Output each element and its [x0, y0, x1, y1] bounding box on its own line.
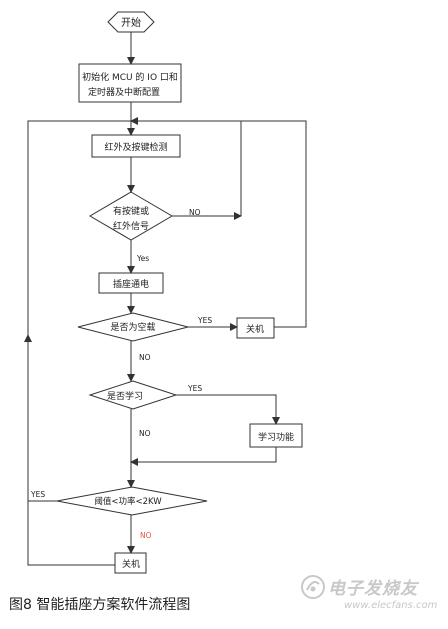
decision-power-diamond [56, 486, 208, 516]
start-node [107, 11, 155, 33]
decision-learn-diamond [88, 380, 178, 410]
init-label-line2: 定时器及中断配置 [88, 86, 160, 98]
edge-label-power-yes: YES [30, 490, 45, 499]
edge-label-key-yes: Yes [136, 254, 149, 263]
power-on-label: 插座通电 [113, 278, 149, 290]
edge-label-power-no: NO [140, 531, 152, 540]
decision-key-label-line2: 红外信号 [113, 220, 149, 232]
watermark-url: www.elecfans.com [344, 600, 438, 611]
edge-shutdown-top-return [241, 120, 307, 328]
decision-idle-diamond [77, 312, 189, 342]
ir-detect-box [91, 134, 181, 158]
edge-outer-loop [27, 120, 131, 566]
edge-label-idle-yes: YES [197, 316, 212, 325]
decision-key-label-line1: 有按键或 [113, 205, 149, 217]
edge-learn-func-return [130, 447, 277, 466]
learn-function-label: 学习功能 [258, 431, 294, 443]
edge-power-yes-loop [24, 334, 57, 502]
decision-learn-label: 是否学习 [107, 390, 143, 402]
edge-label-learn-yes: YES [187, 384, 202, 393]
shutdown-bottom-label: 关机 [122, 558, 140, 570]
start-label: 开始 [121, 16, 141, 29]
edge-label-learn-no: NO [139, 429, 151, 438]
decision-power-label: 阈值<功率<2KW [94, 496, 162, 507]
decision-idle-label: 是否为空载 [110, 321, 155, 333]
edge-label-idle-no: NO [139, 353, 151, 362]
ir-detect-label: 红外及按键检测 [104, 141, 167, 153]
edge-label-key-no: NO [189, 208, 201, 217]
watermark-logo-text: 电子发烧友 [328, 579, 418, 599]
figure-caption: 图8 智能插座方案软件流程图 [9, 597, 191, 613]
watermark-logo-icon [301, 575, 325, 599]
init-label-line1: 初始化 MCU 的 IO 口和 [82, 71, 178, 83]
shutdown-top-label: 关机 [246, 323, 264, 335]
edge-learn-yes [176, 394, 280, 425]
watermark: 电子发烧友 www.elecfans.com [300, 570, 445, 622]
